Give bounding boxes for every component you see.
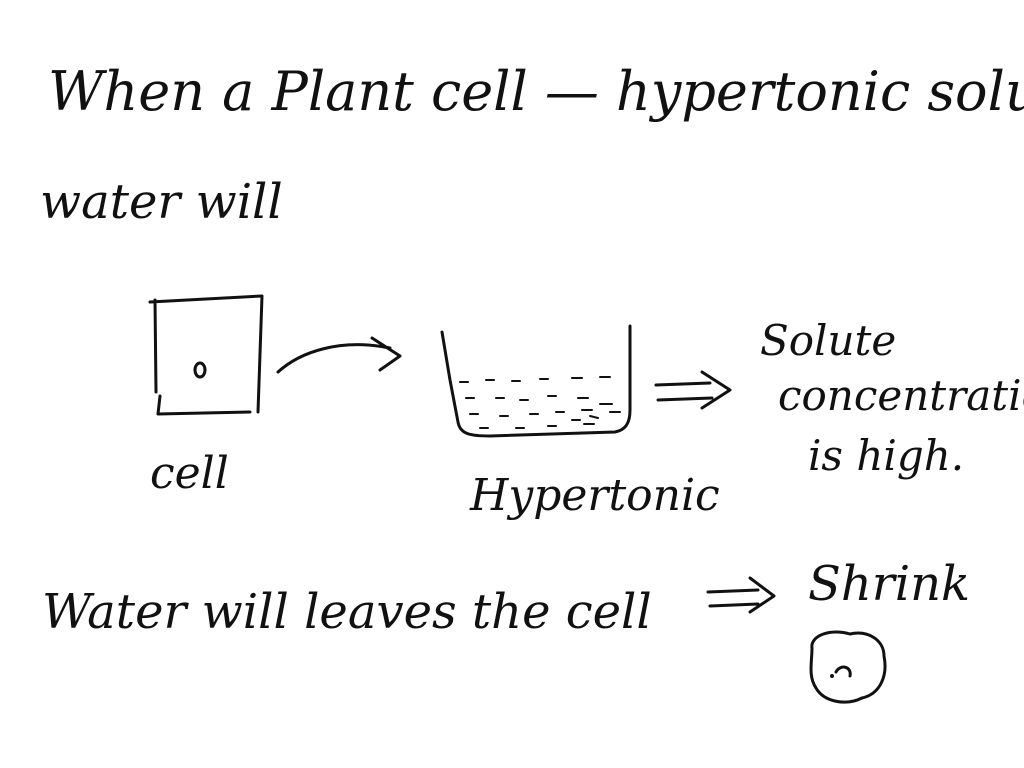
solute-particles [459,376,621,429]
concentration-text: concentration [778,371,1024,420]
cell-nucleus [193,361,207,379]
shrink-text: Shrink [808,556,970,612]
is-high-text: is high. [808,431,964,480]
shrunk-cell-nucleus [834,665,852,678]
implies-arrow-icon [654,370,732,410]
curved-arrow-icon [276,336,402,374]
water-will-text: water will [40,174,283,230]
heading-line: When a Plant cell — hypertonic solution. [48,60,1024,123]
beaker-drawing [440,324,632,438]
dot-icon [830,674,834,678]
bottom-line: Water will leaves the cell [42,584,652,640]
shrunk-cell-drawing [809,630,887,704]
cell-drawing [148,294,264,416]
cell-label: cell [150,448,229,499]
hypertonic-label: Hypertonic [469,470,720,521]
solute-text: Solute [760,316,896,365]
implies-arrow-icon-bottom [706,576,776,614]
